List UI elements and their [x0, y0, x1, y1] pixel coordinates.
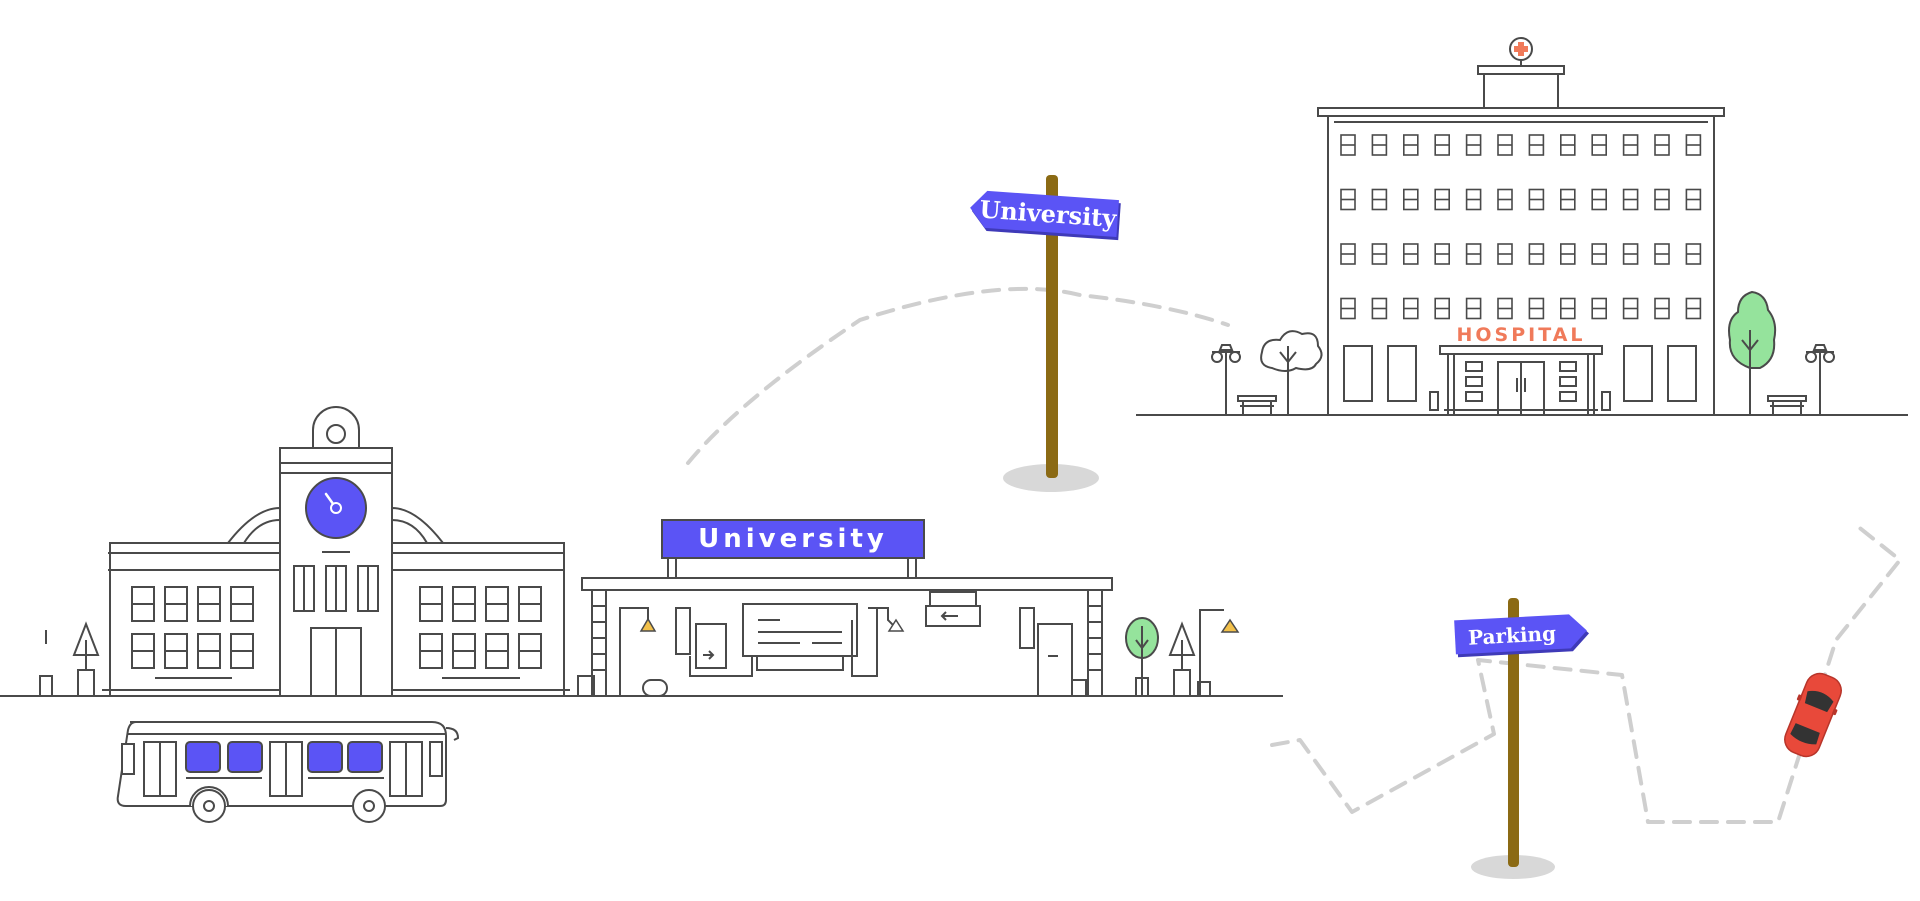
hospital-window-grid [1340, 134, 1702, 320]
parking-direction-sign: Parking [1454, 614, 1590, 658]
dashed-route-parking [1270, 523, 1902, 824]
street-lamp-icon [887, 618, 905, 632]
street-lamp-icon [1220, 618, 1240, 633]
dashed-route-university [686, 286, 1230, 465]
tree-icon [1728, 290, 1777, 415]
bench-icon [1237, 395, 1277, 415]
tree-icon [1125, 617, 1159, 696]
signpost-pole [1046, 175, 1058, 478]
street-lamp-icon [1805, 344, 1835, 415]
car-icon [1784, 672, 1842, 758]
hospital-sign-label: HOSPITAL [1456, 324, 1585, 346]
university-building [102, 406, 570, 697]
parking-signpost: Parking [1454, 598, 1590, 879]
street-furniture-left [39, 621, 100, 696]
university-direction-sign: University [970, 190, 1121, 241]
university-banner: University [661, 519, 925, 559]
medical-cross-icon [1509, 37, 1533, 61]
bench-icon [1767, 395, 1807, 415]
clock-icon [305, 477, 367, 539]
bus-icon [116, 721, 460, 823]
signpost-pole [1508, 598, 1519, 867]
street-lamp-icon [639, 617, 657, 632]
university-station [577, 558, 1113, 697]
tree-icon [1260, 330, 1323, 415]
university-signpost: University [970, 175, 1121, 492]
hospital-building [1317, 58, 1725, 416]
street-furniture-right [1135, 609, 1224, 696]
university-banner-label: University [698, 524, 888, 554]
parking-sign-label: Parking [1467, 621, 1556, 650]
street-lamp-icon [1211, 344, 1241, 415]
